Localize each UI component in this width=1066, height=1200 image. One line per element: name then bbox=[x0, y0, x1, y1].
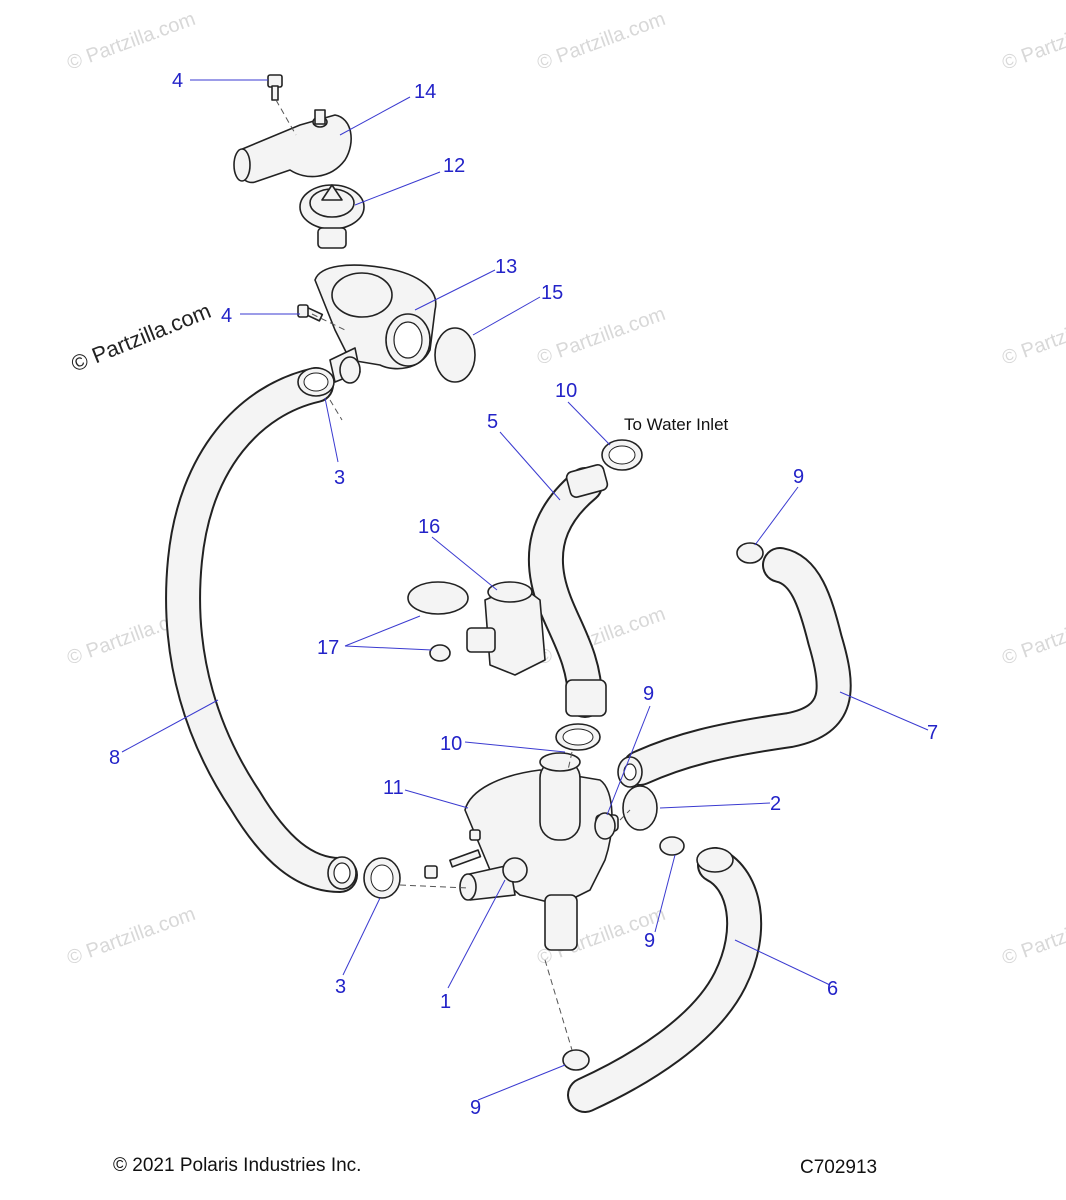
callout-9: 9 bbox=[470, 1097, 481, 1119]
callout-17: 17 bbox=[317, 637, 339, 659]
callout-9: 9 bbox=[793, 466, 804, 488]
part-3-clamp-lower bbox=[363, 857, 401, 899]
callout-9: 9 bbox=[644, 930, 655, 952]
part-9-clamp-pump bbox=[594, 812, 616, 840]
callout-5: 5 bbox=[487, 411, 498, 433]
callout-10: 10 bbox=[555, 380, 577, 402]
part-2-o-ring bbox=[622, 785, 658, 831]
watermark-text: © Partzilla.com bbox=[999, 603, 1066, 670]
part-4-bolt-top bbox=[267, 74, 283, 101]
part-12-thermostat bbox=[299, 184, 365, 249]
part-10-clamp-top bbox=[601, 439, 643, 471]
watermark-text: © Partzilla.com bbox=[999, 903, 1066, 970]
watermark-text: © Partzilla.com bbox=[64, 903, 198, 970]
leader-lines bbox=[121, 79, 929, 1101]
watermark-main: © Partzilla.com bbox=[68, 298, 215, 377]
part-9-clamp-lower-right bbox=[659, 836, 685, 856]
hose-8 bbox=[165, 367, 358, 893]
callout-1: 1 bbox=[440, 991, 451, 1013]
drawing-code: C702913 bbox=[800, 1157, 878, 1178]
hose-6 bbox=[567, 847, 763, 1113]
watermark-text: © Partzilla.com bbox=[534, 303, 668, 370]
watermark-text: © Partzilla.com bbox=[534, 8, 668, 75]
alignment-lines bbox=[275, 99, 631, 1051]
callout-9: 9 bbox=[643, 683, 654, 705]
callout-13: 13 bbox=[495, 256, 517, 278]
part-11-bolts bbox=[424, 829, 482, 879]
callout-3: 3 bbox=[335, 976, 346, 998]
hose-5 bbox=[527, 464, 609, 718]
callout-4: 4 bbox=[172, 70, 183, 92]
callout-15: 15 bbox=[541, 282, 563, 304]
part-9-clamp-bottom bbox=[562, 1049, 590, 1071]
callout-2: 2 bbox=[770, 793, 781, 815]
copyright-text: © 2021 Polaris Industries Inc. bbox=[113, 1155, 362, 1176]
hose-7 bbox=[617, 547, 852, 788]
callout-16: 16 bbox=[418, 516, 440, 538]
callout-labels: 4 14 12 13 15 4 3 10 To Water Inlet 5 9 … bbox=[109, 70, 938, 1119]
part-17-clamps bbox=[407, 581, 469, 662]
callout-8: 8 bbox=[109, 747, 120, 769]
callout-14: 14 bbox=[414, 81, 436, 103]
watermark-text: © Partzilla.com bbox=[999, 8, 1066, 75]
callout-12: 12 bbox=[443, 155, 465, 177]
part-9-clamp-upper bbox=[736, 542, 764, 564]
part-15-o-ring bbox=[434, 327, 476, 383]
callout-3: 3 bbox=[334, 467, 345, 489]
part-16-adapter bbox=[466, 581, 546, 676]
callout-7: 7 bbox=[927, 722, 938, 744]
callout-10: 10 bbox=[440, 733, 462, 755]
watermark-text: © Partzilla.com bbox=[64, 8, 198, 75]
watermark-text: © Partzilla.com bbox=[999, 303, 1066, 370]
part-13-housing bbox=[314, 264, 437, 384]
callout-11: 11 bbox=[383, 777, 404, 799]
part-14-housing-cover bbox=[233, 109, 352, 184]
part-3-clamp-top bbox=[297, 367, 335, 397]
callout-4: 4 bbox=[221, 305, 232, 327]
part-4-bolt-middle bbox=[297, 304, 324, 322]
part-10-clamp-lower bbox=[555, 723, 601, 751]
to-water-inlet-note: To Water Inlet bbox=[624, 415, 729, 434]
callout-6: 6 bbox=[827, 978, 838, 1000]
